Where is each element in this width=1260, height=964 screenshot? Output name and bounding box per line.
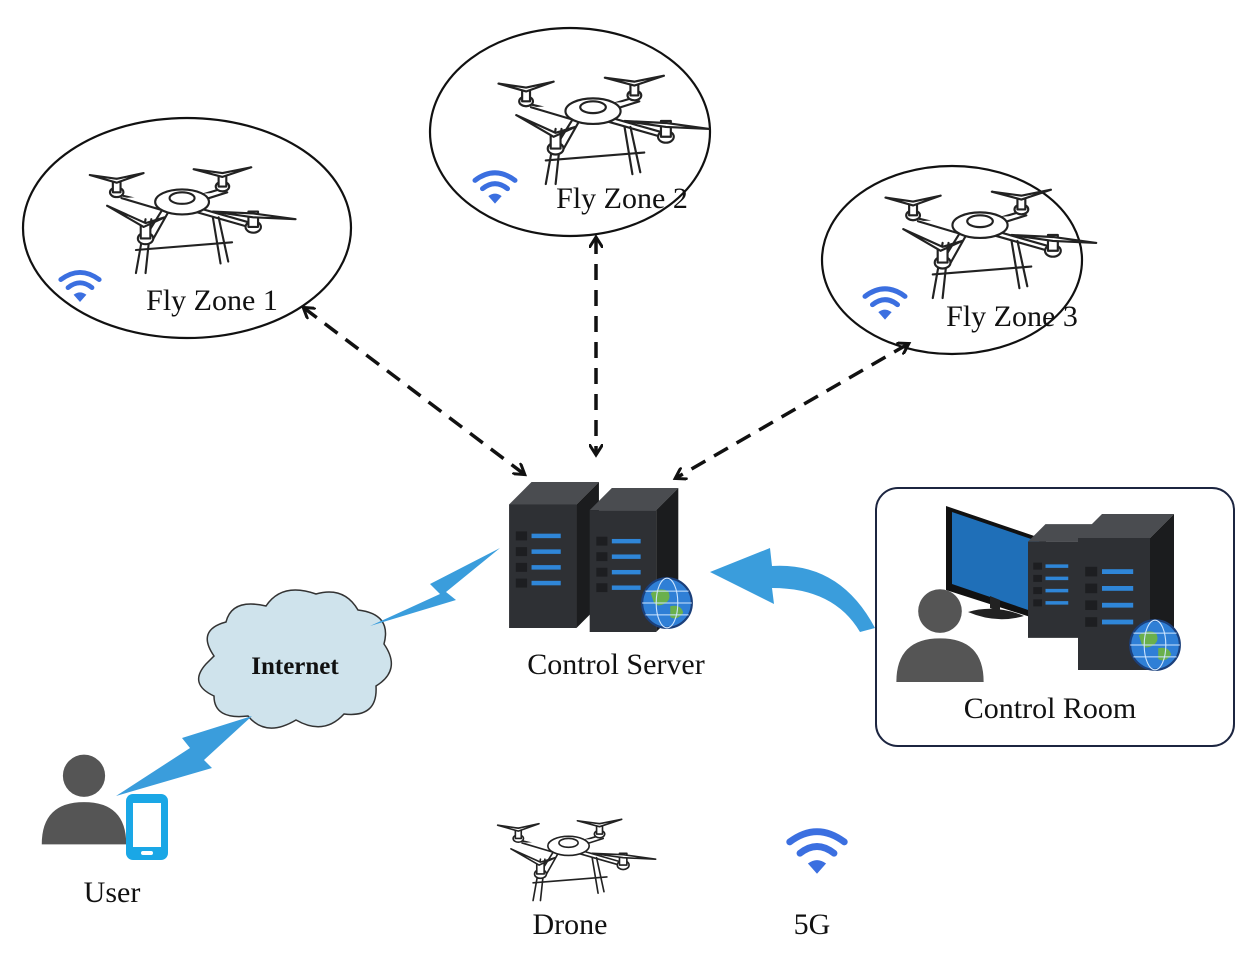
person-icon	[41, 754, 127, 845]
legend-5g-label: 5G	[794, 908, 831, 941]
drone-icon	[496, 818, 657, 902]
user: User	[41, 754, 168, 909]
fly-zone-3-label: Fly Zone 3	[946, 300, 1078, 333]
fly-zone-3: Fly Zone 3	[820, 164, 1098, 356]
fly-zone-2: Fly Zone 2	[428, 26, 712, 238]
legend-drone: Drone	[496, 818, 657, 941]
internet-label: Internet	[251, 653, 339, 680]
smartphone-icon	[126, 794, 168, 860]
link-zone1-server	[304, 308, 524, 474]
control-server-label: Control Server	[527, 648, 704, 681]
control-room: Control Room	[875, 487, 1235, 747]
control-server: Control Server	[509, 482, 705, 681]
legend: Drone 5G	[496, 818, 845, 941]
wifi-icon	[790, 832, 845, 874]
globe-icon	[641, 577, 693, 629]
internet-cloud: Internet	[197, 589, 393, 729]
control-room-label: Control Room	[964, 692, 1137, 725]
legend-5g: 5G	[790, 832, 845, 941]
user-label: User	[84, 876, 141, 909]
lightning-icon	[116, 716, 252, 796]
link-zone3-server	[676, 344, 908, 478]
server-icon	[509, 482, 599, 628]
fly-zone-2-label: Fly Zone 2	[556, 182, 688, 215]
lightning-user-internet	[116, 716, 252, 796]
monitor-icon	[946, 506, 1046, 622]
fly-zone-1-label: Fly Zone 1	[146, 284, 278, 317]
fly-zone-1: Fly Zone 1	[21, 116, 353, 340]
lightning-icon	[370, 548, 500, 626]
control-room-arrow	[710, 548, 875, 632]
cloud-icon	[197, 589, 393, 729]
lightning-internet-server	[370, 548, 500, 626]
globe-icon	[1129, 619, 1181, 671]
legend-drone-label: Drone	[533, 908, 608, 941]
